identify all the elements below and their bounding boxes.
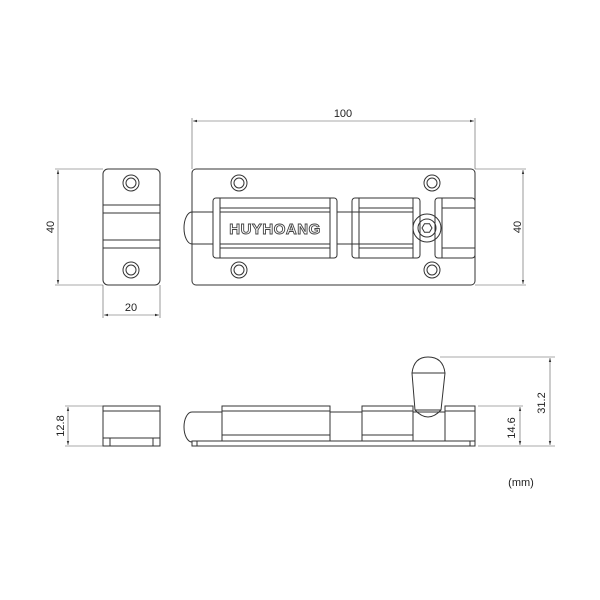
dim-label: 31.2: [536, 392, 548, 413]
brand-logo: HUYHOANG: [229, 221, 321, 238]
dimension-bolt-length: 100: [191, 108, 476, 169]
strike-plate-side-view: [102, 405, 161, 447]
dimension-strike-width: 20: [102, 285, 161, 318]
strike-plate-top-view: [102, 168, 161, 286]
dimension-bolt-total-height: 31.2: [440, 356, 555, 445]
dimension-strike-height: 40: [45, 168, 103, 286]
dim-label: 14.6: [506, 417, 518, 438]
dim-label: 100: [334, 108, 352, 120]
bolt-top-view: HUYHOANG: [183, 168, 476, 286]
dimension-strike-thickness: 12.8: [55, 405, 103, 447]
bolt-side-view: [183, 356, 476, 447]
dimension-bolt-body-height: 14.6: [478, 405, 555, 447]
dim-label: 20: [125, 302, 137, 314]
dimension-bolt-height: 40: [475, 168, 526, 286]
dim-label: 40: [512, 221, 524, 233]
dim-label: 40: [45, 221, 57, 233]
unit-label: (mm): [508, 477, 534, 489]
dim-label: 12.8: [55, 415, 67, 436]
